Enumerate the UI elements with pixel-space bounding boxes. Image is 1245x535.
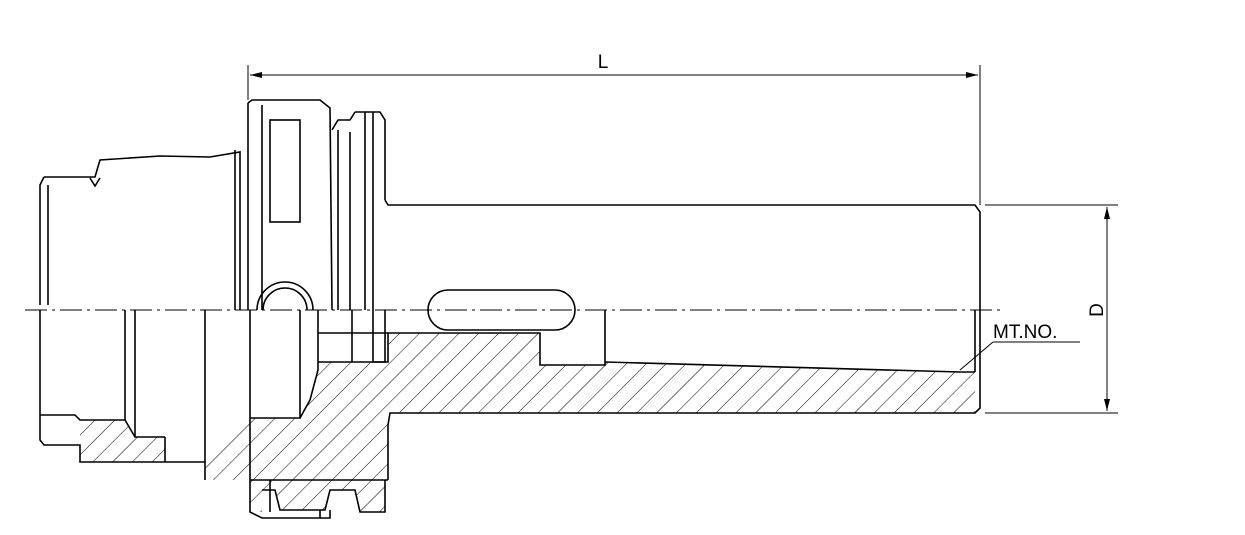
- diameter-label: D: [1087, 303, 1108, 317]
- part-outline: [39, 99, 981, 519]
- taper-label: MT.NO.: [993, 322, 1057, 343]
- section-hatching: [80, 333, 975, 512]
- taper-leader: MT.NO.: [959, 322, 1080, 371]
- length-label: L: [598, 52, 609, 73]
- length-dimension: L: [247, 52, 981, 205]
- diameter-dimension: D: [985, 204, 1118, 414]
